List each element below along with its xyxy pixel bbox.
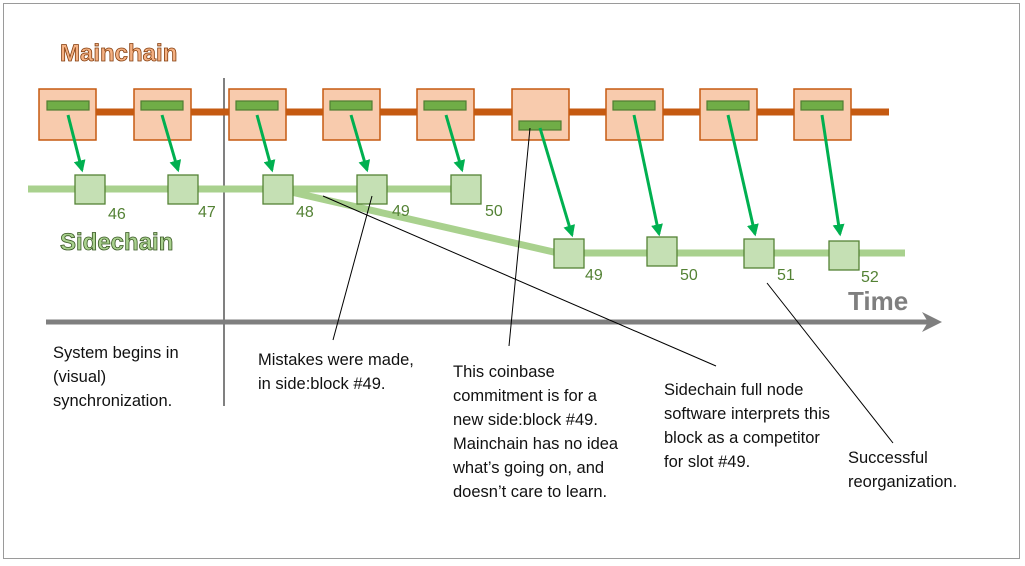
reorg-leader-line xyxy=(766,282,894,444)
commitment-arrows xyxy=(66,114,845,238)
commitment-arrow xyxy=(444,114,466,173)
sidechain-block xyxy=(743,238,775,269)
sidechain-fork-labels: 49 50 51 52 xyxy=(585,267,879,286)
sync-note: System begins in (visual) synchronizatio… xyxy=(53,344,179,410)
competitor-note: Sidechain full node software interprets … xyxy=(664,381,830,471)
commitment-arrow xyxy=(255,114,276,173)
competitor-leader-line xyxy=(322,195,717,367)
coinbase-commitment xyxy=(46,100,90,111)
commitment-arrow xyxy=(538,127,575,238)
sidechain-original-blocks xyxy=(74,174,482,205)
mainchain-block-body xyxy=(228,88,287,141)
commitment-arrow xyxy=(632,114,663,237)
block-number: 50 xyxy=(680,267,698,284)
block-number: 51 xyxy=(777,267,795,284)
block-number: 52 xyxy=(861,269,879,286)
sidechain-block xyxy=(828,240,860,271)
mainchain-block-body xyxy=(605,88,664,141)
mainchain-block-body xyxy=(133,88,192,141)
coinbase-commitment xyxy=(140,100,184,111)
sidechain-block xyxy=(167,174,199,205)
mainchain-block-body xyxy=(699,88,758,141)
sidechain-fork-blocks xyxy=(553,236,860,271)
sidechain-block xyxy=(553,238,585,269)
mainchain-block-body xyxy=(322,88,381,141)
coinbase-commitment xyxy=(706,100,750,111)
coinbase-commitment xyxy=(235,100,279,111)
sidechain-block xyxy=(74,174,106,205)
mainchain-block xyxy=(699,88,758,141)
mistakes-note: Mistakes were made, in side:block #49. xyxy=(258,351,414,393)
mainchain-block xyxy=(228,88,287,141)
coinbase-commitment xyxy=(612,100,656,111)
mainchain-block xyxy=(416,88,475,141)
mainchain-block xyxy=(322,88,381,141)
commitment-arrow xyxy=(66,114,86,173)
mainchain-block xyxy=(38,88,97,141)
block-number: 46 xyxy=(108,206,126,223)
sidechain-title: Sidechain xyxy=(60,229,173,256)
diagram-frame xyxy=(3,3,1020,559)
commitment-arrow xyxy=(160,114,182,173)
sidechain-original-labels: 46 47 48 49 50 xyxy=(108,203,503,223)
mainchain-title: Mainchain xyxy=(60,40,177,67)
time-label: Time xyxy=(848,286,908,316)
mainchain-block-body xyxy=(793,88,852,141)
coinbase-commitment xyxy=(800,100,844,111)
block-number: 47 xyxy=(198,204,216,221)
mainchain-block xyxy=(605,88,664,141)
coinbase-commitment xyxy=(423,100,467,111)
reorg-note: Successful reorganization. xyxy=(848,449,958,491)
sidechain-block xyxy=(356,174,388,205)
block-number: 49 xyxy=(585,267,603,284)
coinbase-commitment xyxy=(329,100,373,111)
mainchain-blocks xyxy=(38,88,852,141)
commitment-arrow xyxy=(726,114,759,237)
sidechain-block xyxy=(646,236,678,267)
mainchain-block xyxy=(133,88,192,141)
coinbase-leader-line xyxy=(508,127,531,347)
commitment-arrow xyxy=(349,114,371,173)
mainchain-block-body xyxy=(416,88,475,141)
block-number: 49 xyxy=(392,203,410,220)
sidechain-block xyxy=(262,174,294,205)
sidechain-block xyxy=(450,174,482,205)
mainchain-block xyxy=(511,88,570,141)
coinbase-note: This coinbase commitment is for a new si… xyxy=(453,363,619,501)
block-number: 48 xyxy=(296,204,314,221)
mistakes-leader-line xyxy=(332,195,373,341)
mainchain-block-body xyxy=(38,88,97,141)
commitment-arrow xyxy=(820,114,845,237)
annotation-leaders xyxy=(322,127,894,444)
mainchain-block xyxy=(793,88,852,141)
block-number: 50 xyxy=(485,203,503,220)
